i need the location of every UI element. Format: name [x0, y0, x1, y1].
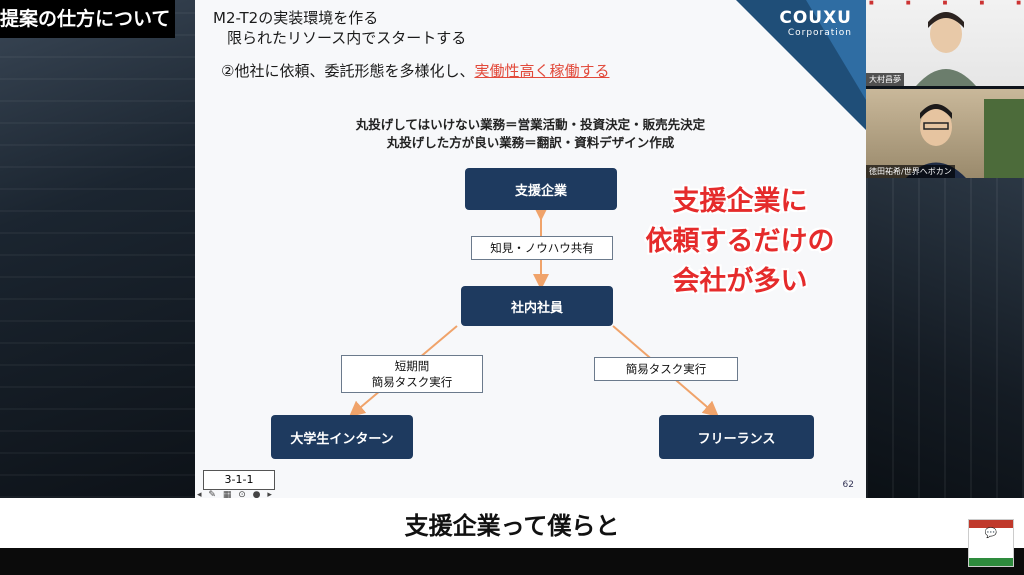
participant-name-2: 徳田祐希/世界へボカン	[866, 165, 955, 178]
bottom-strip	[0, 548, 1024, 575]
background-left	[0, 0, 195, 498]
label-knowhow-sharing: 知見・ノウハウ共有	[471, 236, 613, 260]
point-highlight: 実働性高く稼働する	[474, 62, 610, 80]
label-simple-task: 簡易タスク実行	[594, 357, 738, 381]
grid-icon[interactable]: ▦	[222, 490, 234, 498]
slide-toolbar[interactable]: ◂ ✎ ▦ ⊙ ● ▸	[197, 490, 274, 498]
subtitle-caption: 支援企業って僕らと	[0, 498, 1024, 548]
next-icon[interactable]: ▸	[267, 490, 274, 498]
webcam-tile-1: ■■■■■ 大村昌夢	[866, 0, 1024, 86]
callout-line-2: 依頼するだけの	[645, 226, 835, 257]
slide-heading: M2-T2の実装環境を作る 限られたリソース内でスタートする	[213, 8, 466, 48]
person-avatar-1	[916, 12, 976, 86]
heading-line-1: M2-T2の実装環境を作る	[213, 9, 379, 27]
corner-badge: 💬	[968, 519, 1014, 567]
box-support-company: 支援企業	[465, 168, 617, 210]
logo-sub-text: Corporation	[787, 28, 852, 38]
box-university-intern: 大学生インターン	[271, 415, 413, 459]
heading-line-2: 限られたリソース内でスタートする	[227, 29, 467, 47]
box-internal-staff: 社内社員	[461, 286, 613, 326]
label-short-line-2: 簡易タスク実行	[371, 375, 453, 389]
logo-main-text: COUXU	[779, 8, 852, 28]
rule-line-1: 丸投げしてはいけない業務＝営業活動・投資決定・販売先決定	[355, 117, 706, 132]
badge-top-bar	[969, 520, 1013, 528]
box-freelance: フリーランス	[659, 415, 814, 459]
slide-id: 3-1-1	[203, 470, 275, 490]
zoom-icon[interactable]: ⊙	[238, 490, 248, 498]
label-short-term: 短期間 簡易タスク実行	[341, 355, 483, 393]
company-logo: COUXU Corporation	[779, 8, 852, 38]
chat-bubble-icon: 💬	[984, 528, 998, 539]
slide-corner-decoration-inner	[806, 0, 866, 100]
callout-text: 支援企業に 依頼するだけの 会社が多い	[625, 182, 855, 302]
rule-text: 丸投げしてはいけない業務＝営業活動・投資決定・販売先決定 丸投げした方が良い業務…	[195, 116, 866, 152]
callout-line-1: 支援企業に	[672, 186, 808, 217]
badge-bottom-bar	[969, 558, 1013, 566]
pen-icon[interactable]: ✎	[208, 490, 218, 498]
more-icon[interactable]: ●	[252, 490, 263, 498]
prev-icon[interactable]: ◂	[197, 490, 204, 498]
page-number: 62	[842, 480, 854, 490]
page-title: 提案の仕方について	[0, 0, 175, 38]
callout-line-3: 会社が多い	[672, 266, 808, 297]
webcam-logo-strip: ■■■■■	[869, 0, 1021, 6]
presentation-slide: COUXU Corporation M2-T2の実装環境を作る 限られたリソース…	[195, 0, 866, 498]
point-prefix: ②他社に依頼、委託形態を多様化し、	[221, 62, 475, 80]
participant-name-1: 大村昌夢	[866, 73, 904, 86]
label-short-line-1: 短期間	[394, 359, 430, 373]
slide-point: ②他社に依頼、委託形態を多様化し、実働性高く稼働する	[221, 60, 609, 81]
background-right	[866, 178, 1024, 498]
webcam-tile-2: 徳田祐希/世界へボカン	[866, 89, 1024, 178]
rule-line-2: 丸投げした方が良い業務＝翻訳・資料デザイン作成	[386, 135, 675, 150]
